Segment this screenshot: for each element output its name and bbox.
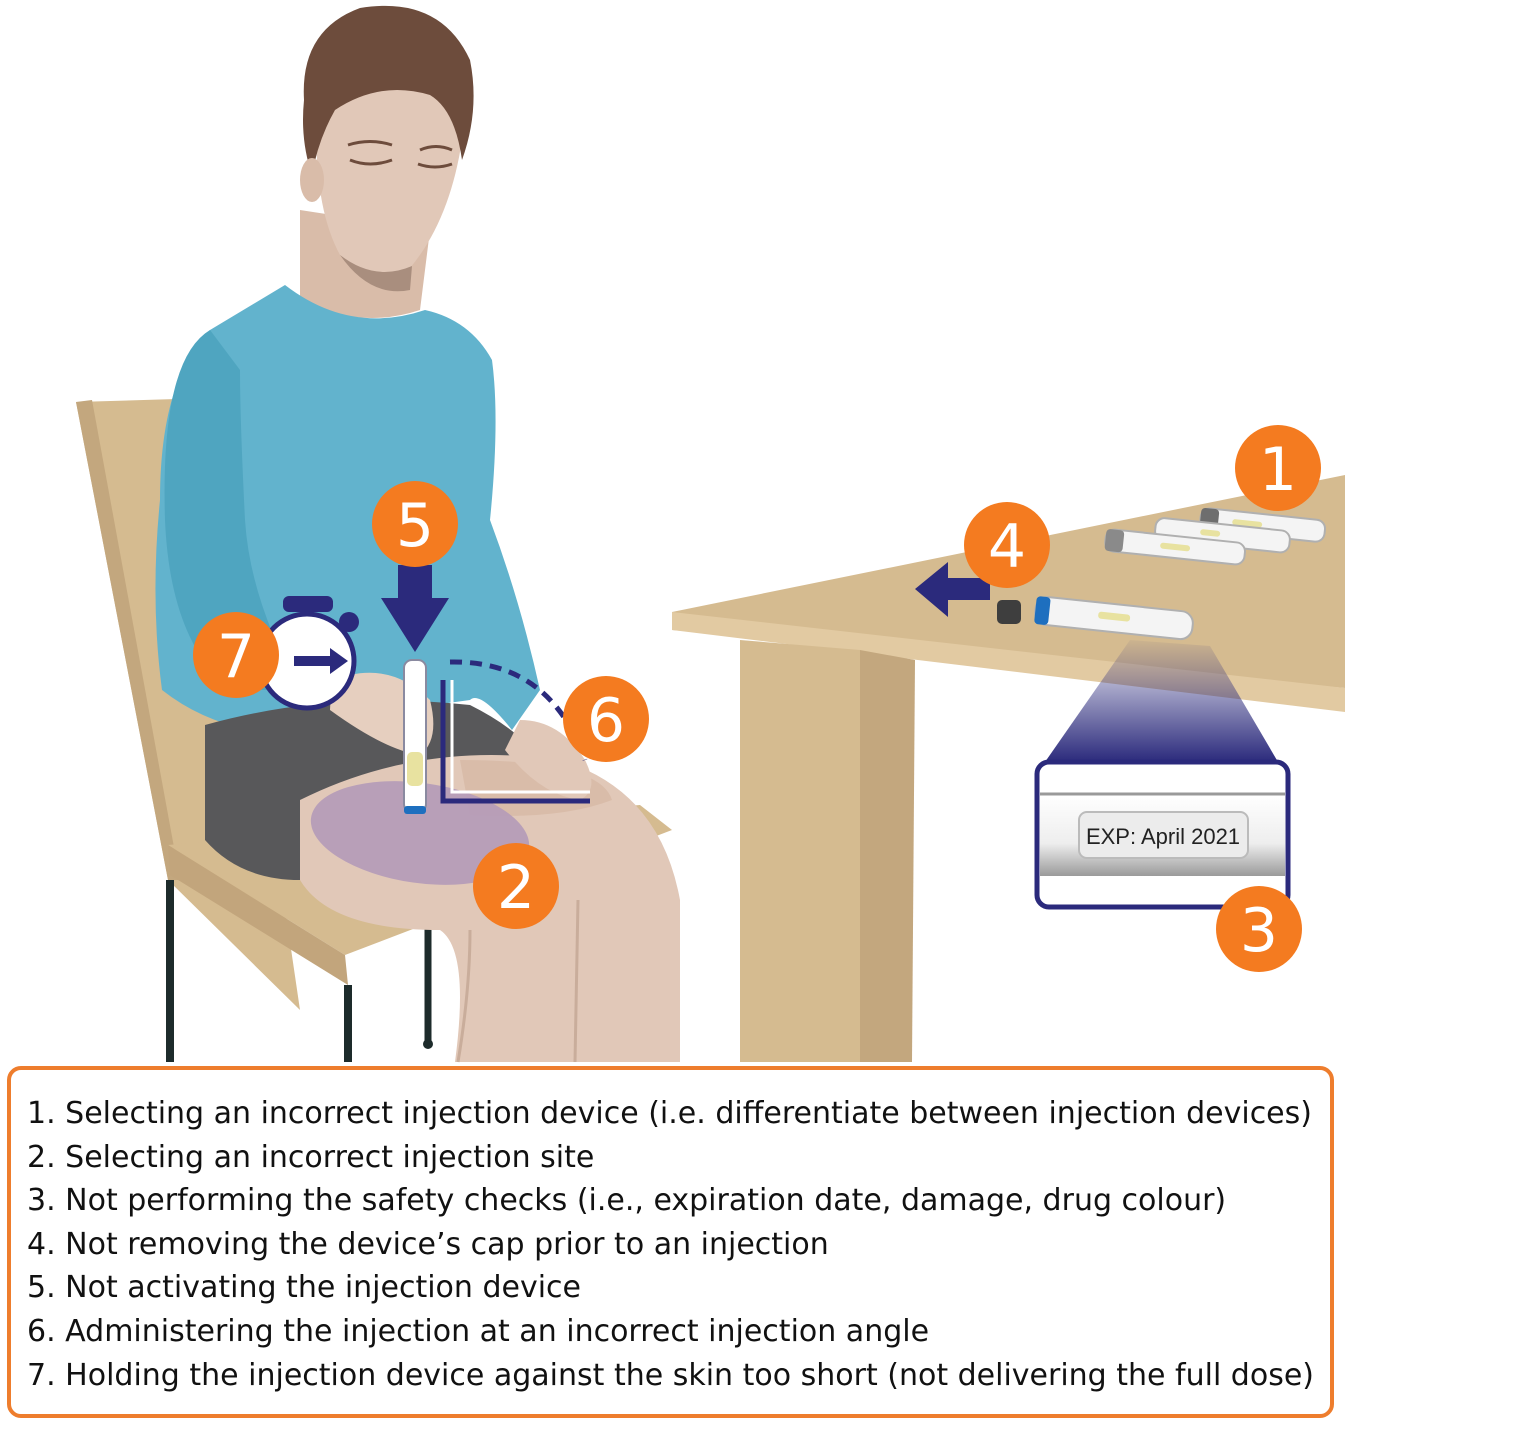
badge-circle: [1235, 425, 1321, 511]
device-cap: [997, 600, 1021, 624]
badge-5: 5: [372, 481, 458, 567]
legend-item-3: 3. Not performing the safety checks (i.e…: [27, 1183, 1227, 1219]
badge-circle: [372, 481, 458, 567]
badge-4: 4: [964, 502, 1050, 588]
stopwatch-icon: [257, 596, 359, 711]
injection-site-highlight: [310, 781, 530, 885]
legend-box: 1. Selecting an incorrect injection devi…: [7, 1066, 1334, 1418]
number-badges: 1 2 3 4 5 6 7: [193, 425, 1321, 972]
badge-1: 1: [1235, 425, 1321, 511]
device-pen-selected: [1034, 596, 1194, 641]
badge-number: 4: [988, 512, 1026, 582]
illustration: EXP: April 2021 1 2 3 4 5 6 7: [76, 5, 1345, 1063]
exp-magnifier: EXP: April 2021: [1034, 640, 1291, 910]
legend-list: 1. Selecting an incorrect injection devi…: [27, 1092, 1330, 1397]
injection-devices: [997, 507, 1327, 641]
right-angle-icon: [440, 659, 590, 804]
badge-circle: [964, 502, 1050, 588]
badge-2: 2: [473, 843, 559, 929]
legend-item-6: 6. Administering the injection at an inc…: [27, 1313, 930, 1349]
badge-number: 6: [587, 686, 625, 756]
badge-number: 7: [217, 622, 255, 692]
exp-label: EXP: April 2021: [1086, 824, 1240, 849]
legend-item-7: 7. Holding the injection device against …: [27, 1357, 1314, 1393]
badge-6: 6: [563, 676, 649, 762]
legend-item-1: 1. Selecting an incorrect injection devi…: [27, 1096, 1312, 1131]
arrow-down-icon: [381, 565, 449, 652]
device-pen: [1104, 528, 1246, 566]
badge-circle: [193, 612, 279, 698]
badge-number: 5: [396, 491, 434, 561]
badge-number: 3: [1240, 896, 1278, 966]
badge-7: 7: [193, 612, 279, 698]
arrow-left-icon: [915, 562, 990, 617]
badge-3: 3: [1216, 886, 1302, 972]
badge-circle: [563, 676, 649, 762]
badge-circle: [473, 843, 559, 929]
legend-item-4: 4. Not removing the device’s cap prior t…: [27, 1226, 829, 1262]
badge-number: 2: [497, 853, 535, 923]
injection-pen-in-use: [403, 659, 427, 814]
badge-circle: [1216, 886, 1302, 972]
badge-number: 1: [1259, 435, 1297, 505]
legend-item-2: 2. Selecting an incorrect injection site: [27, 1139, 595, 1175]
legend-item-5: 5. Not activating the injection device: [27, 1270, 582, 1306]
